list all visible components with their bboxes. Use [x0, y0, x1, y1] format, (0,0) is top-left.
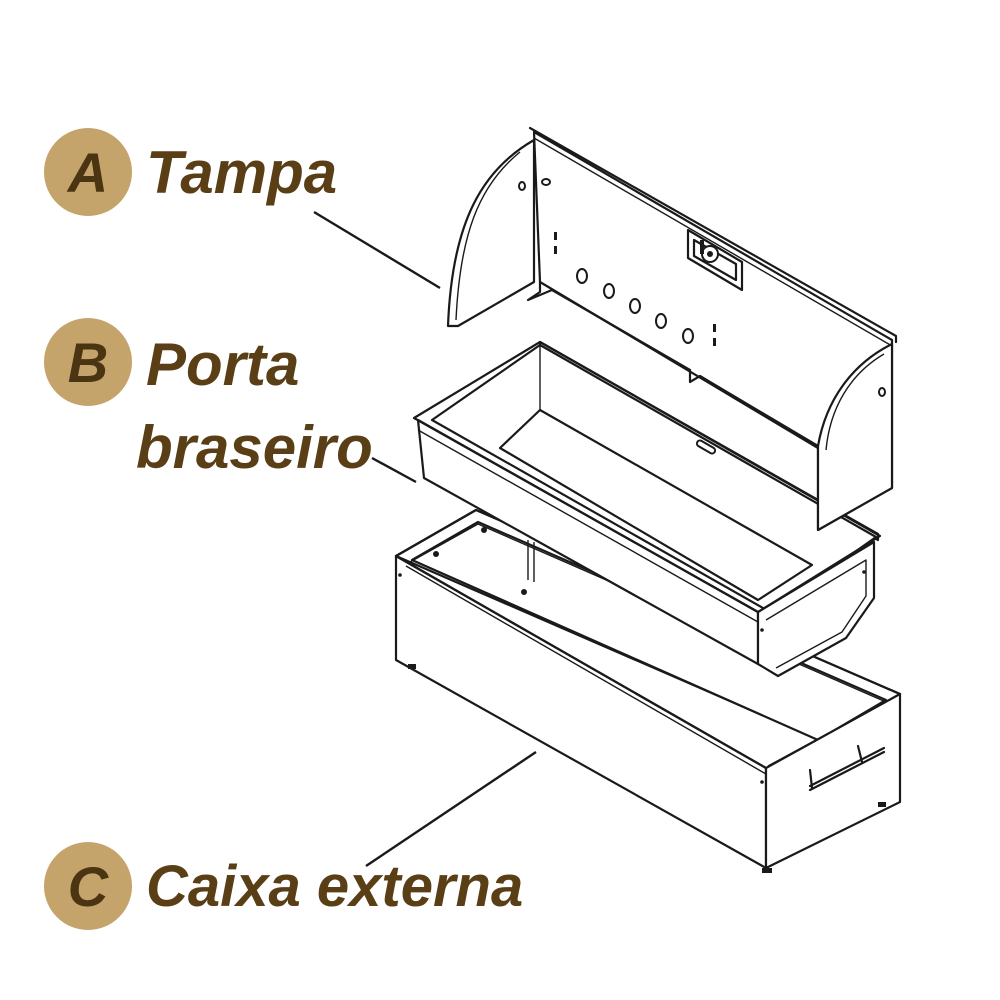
brazier-tray-drawing	[412, 340, 882, 678]
outer-box-drawing	[394, 508, 902, 873]
part-label-a: A Tampa	[44, 128, 337, 216]
badge-letter-a: A	[66, 141, 108, 204]
label-porta: Porta	[146, 331, 299, 398]
part-label-b: B Porta braseiro	[44, 318, 373, 481]
leader-line-brazier	[371, 456, 417, 484]
badge-a	[44, 128, 132, 216]
badge-c	[44, 842, 132, 930]
part-label-c: C Caixa externa	[44, 842, 523, 930]
leader-line-outer-box	[365, 751, 537, 867]
badge-letter-b: B	[68, 331, 108, 394]
badge-letter-c: C	[68, 855, 110, 918]
lid-drawing	[446, 126, 898, 532]
badge-b	[44, 318, 132, 406]
leader-line-lid	[313, 210, 441, 290]
label-tampa: Tampa	[146, 139, 337, 206]
label-braseiro: braseiro	[136, 414, 373, 481]
label-caixa-externa: Caixa externa	[146, 854, 523, 919]
